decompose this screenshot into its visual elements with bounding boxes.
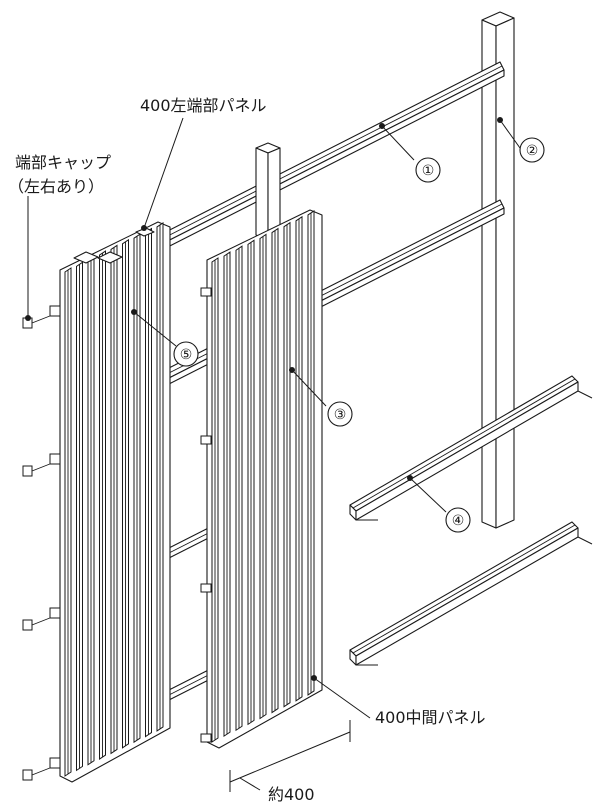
left-end-panel	[59, 221, 171, 783]
end-cap	[22, 453, 61, 477]
end-cap	[22, 607, 61, 631]
callout-5: ⑤	[173, 341, 199, 367]
middle-panel-brackets	[200, 287, 212, 743]
width-dimension	[229, 720, 351, 792]
callout-4: ④	[445, 507, 471, 533]
svg-text:①: ①	[422, 163, 435, 179]
left-end-panel-label: 400左端部パネル	[140, 96, 267, 115]
post-middle	[255, 142, 281, 241]
svg-text:②: ②	[526, 143, 539, 159]
post-right	[481, 11, 515, 529]
middle-panel	[200, 209, 323, 749]
svg-text:⑤: ⑤	[180, 347, 193, 363]
end-cap-label: 端部キャップ	[15, 153, 111, 172]
loose-rail-lower	[349, 521, 593, 666]
end-caps	[22, 305, 61, 781]
svg-text:④: ④	[452, 513, 465, 529]
rail-top	[149, 61, 505, 255]
middle-panel-label: 400中間パネル	[375, 708, 486, 727]
width-label: 約400	[268, 785, 315, 804]
callout-2: ②	[519, 137, 545, 163]
leader-lines	[25, 117, 521, 719]
end-cap	[22, 757, 61, 781]
callout-3: ③	[327, 401, 353, 427]
svg-text:③: ③	[334, 407, 347, 423]
end-cap-note: （左右あり）	[8, 177, 104, 196]
loose-rail-upper	[349, 375, 593, 521]
callout-1: ①	[415, 157, 441, 183]
